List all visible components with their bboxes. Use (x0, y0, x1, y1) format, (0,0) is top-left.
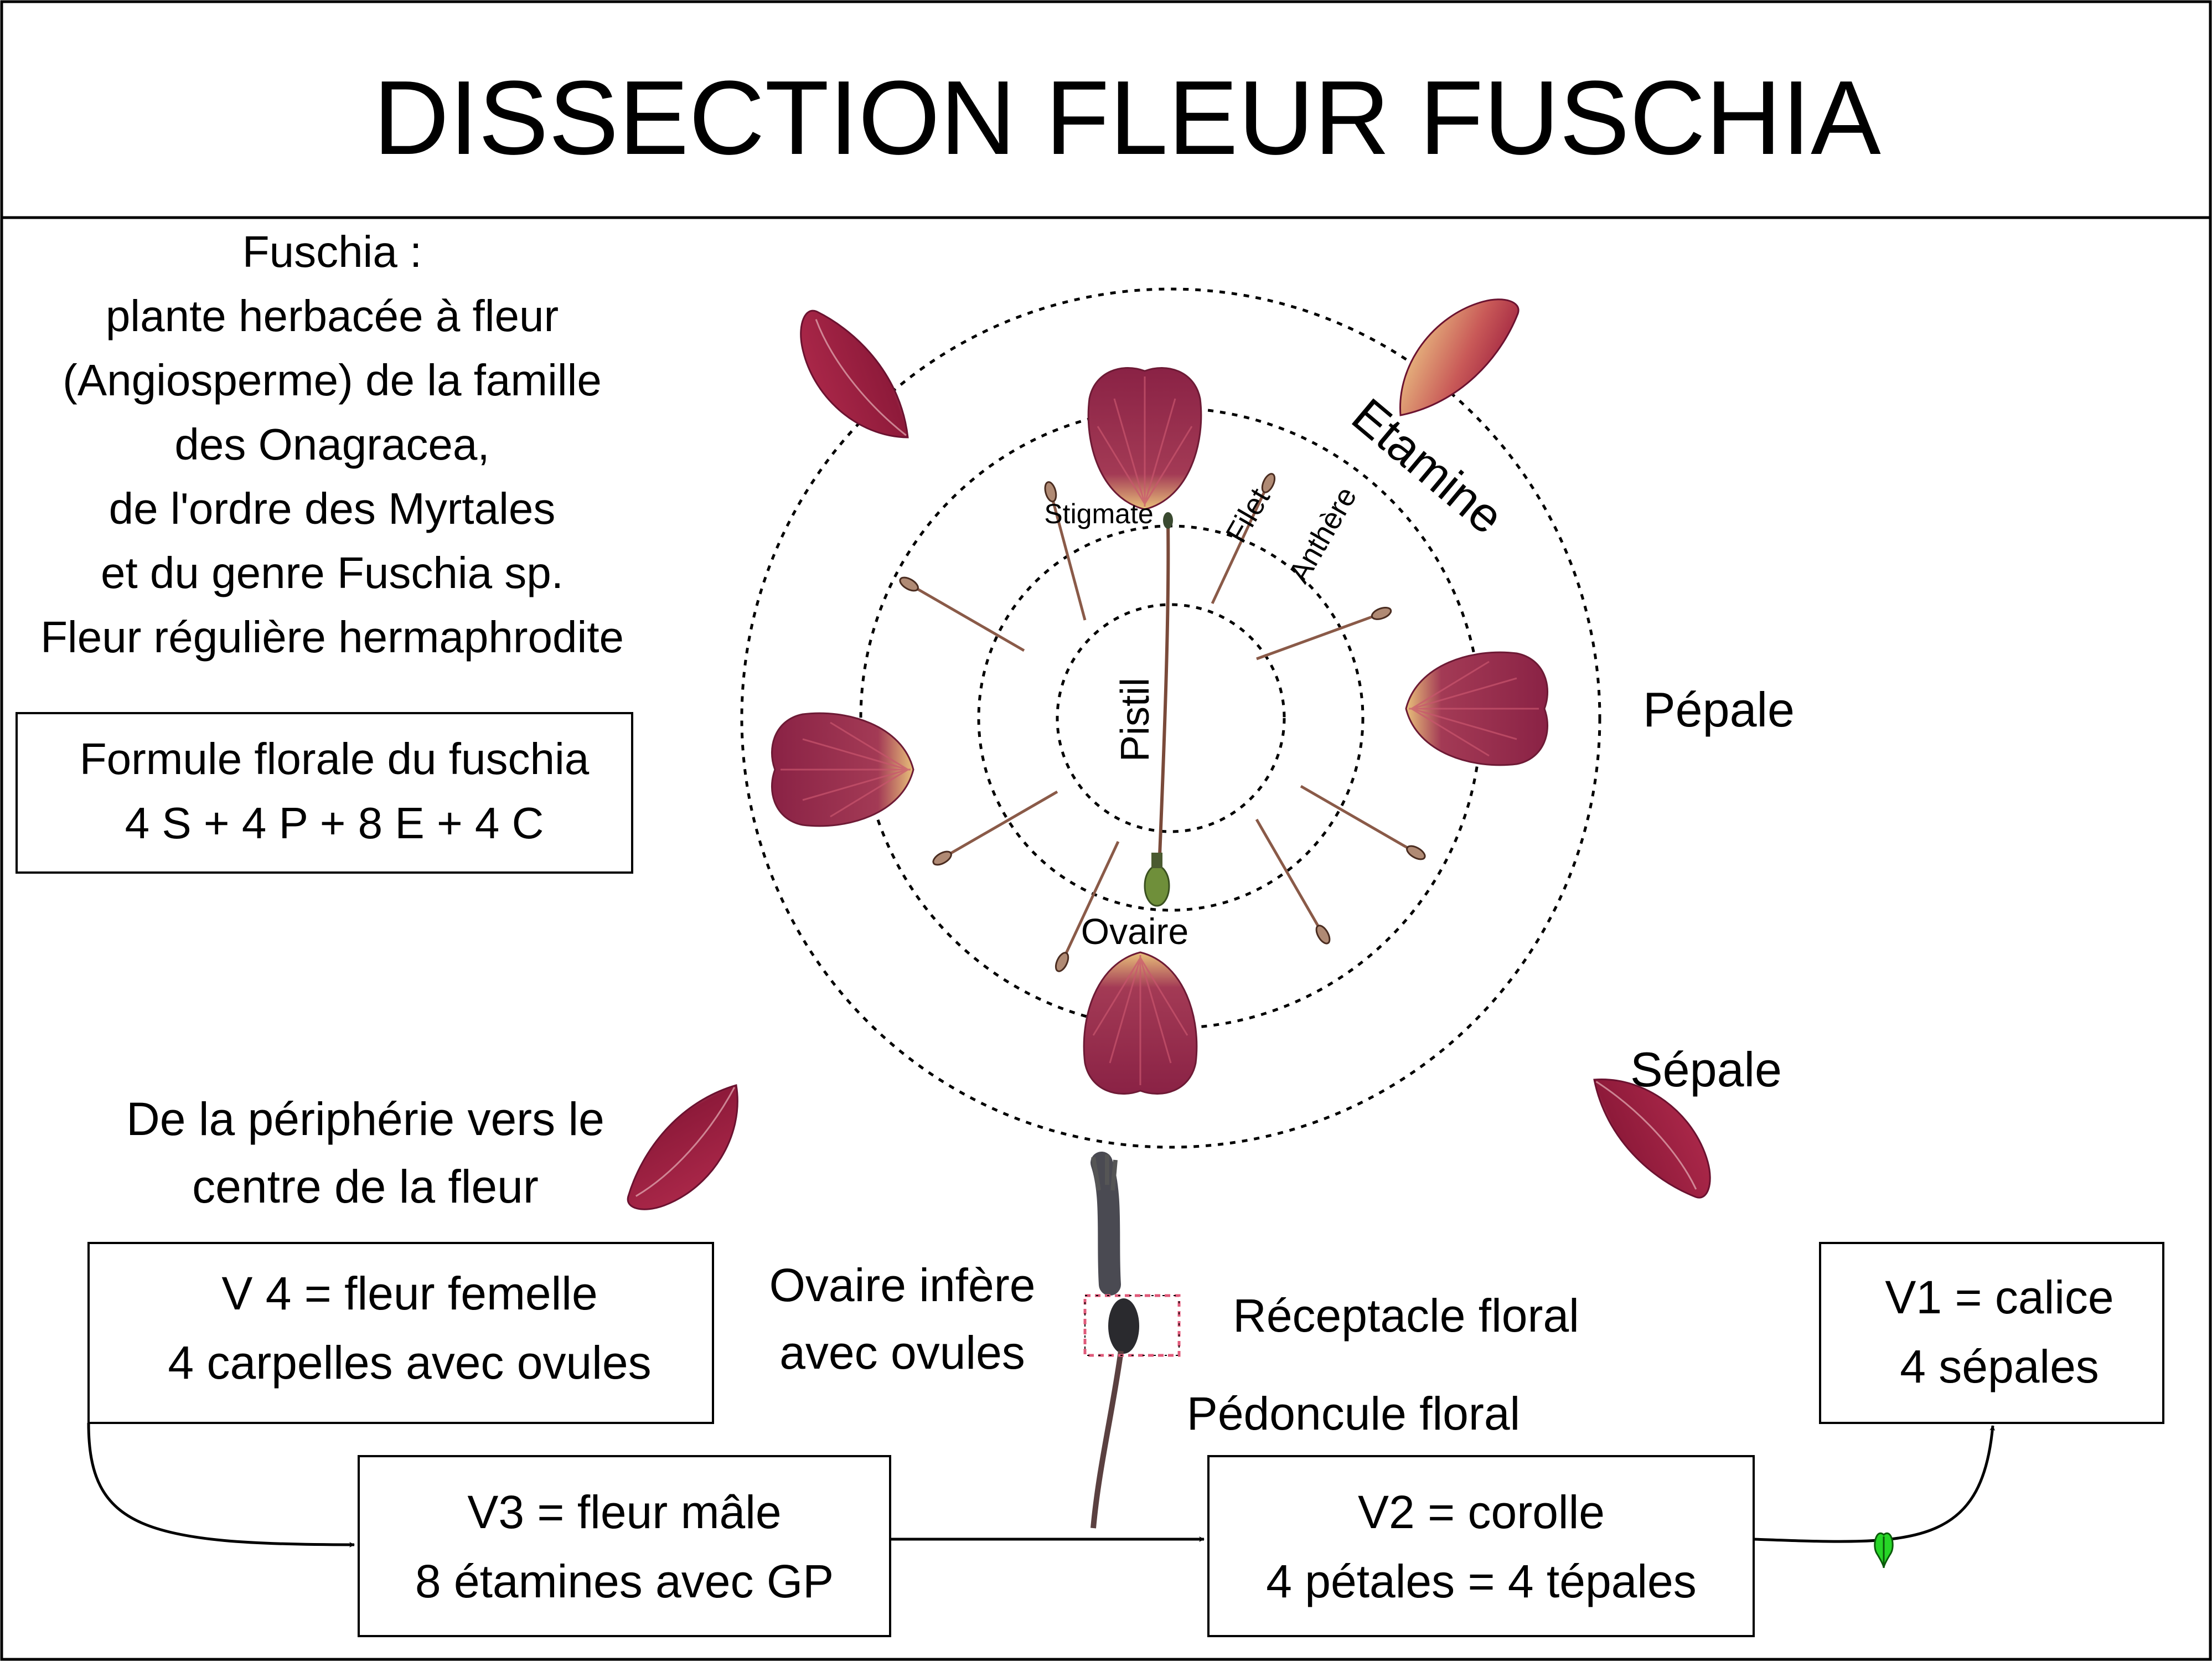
petal-right (1405, 651, 1549, 766)
description-line: de l'ordre des Myrtales (109, 484, 556, 533)
label-ovaire-infere: Ovaire infère (769, 1259, 1036, 1311)
description-line: des Onagracea, (174, 420, 489, 469)
whorl-v1-detail: 4 sépales (1900, 1340, 2099, 1392)
sepal-whorl-circle (740, 287, 1601, 1149)
petal-bottom (1083, 951, 1198, 1095)
stamen (931, 787, 1060, 868)
ovary-side (1108, 1298, 1139, 1354)
stamen (1255, 605, 1393, 663)
label-stigmate: Stigmate (1044, 498, 1153, 529)
sepal-top-left (776, 297, 928, 462)
arrow-v4-to-v3 (87, 1422, 355, 1547)
label-etamine: Etamine (1342, 388, 1514, 544)
direction-note-line: De la périphérie vers le (126, 1093, 604, 1145)
page-title: DISSECTION FLEUR FUSCHIA (373, 59, 1881, 177)
description-block: Fuschia : plante herbacée à fleur (Angio… (40, 227, 624, 662)
whorl-box-v3: V3 = fleur mâle 8 étamines avec GP (358, 1455, 891, 1637)
description-line: Fleur régulière hermaphrodite (40, 612, 624, 662)
label-sepale: Sépale (1630, 1042, 1782, 1097)
description-line: (Angiosperme) de la famille (63, 355, 602, 405)
label-pedoncule: Pédoncule floral (1187, 1387, 1520, 1440)
label-ovaire: Ovaire (1081, 911, 1188, 952)
stamen (1252, 817, 1332, 946)
pistil (1144, 512, 1173, 907)
label-pepale: Pépale (1643, 682, 1795, 737)
receptacle-box-outline (1084, 1295, 1180, 1356)
description-line: plante herbacée à fleur (106, 291, 559, 341)
whorl-box-v2: V2 = corolle 4 pétales = 4 tépales (1207, 1455, 1755, 1637)
description-line: Fuschia : (242, 227, 422, 276)
whorl-v3-detail: 8 étamines avec GP (415, 1555, 834, 1607)
description-line: et du genre Fuschia sp. (101, 548, 564, 597)
whorl-v2-title: V2 = corolle (1358, 1486, 1605, 1538)
pistil-whorl-circle (1056, 603, 1286, 833)
direction-note-line: centre de la fleur (192, 1160, 539, 1213)
whorl-v4-title: V 4 = fleur femelle (221, 1267, 597, 1319)
whorl-arrows (87, 1422, 1996, 1547)
whorl-box-v4: V 4 = fleur femelle 4 carpelles avec ovu… (87, 1242, 714, 1424)
label-anthere: Anthère (1282, 481, 1363, 589)
label-pistil: Pistil (1113, 678, 1157, 762)
whorl-v4-detail: 4 carpelles avec ovules (168, 1337, 651, 1389)
formula-title: Formule florale du fuschia (80, 734, 590, 783)
whorl-v1-title: V1 = calice (1885, 1271, 2113, 1323)
ovary (1144, 865, 1170, 907)
whorl-v2-detail: 4 pétales = 4 tépales (1266, 1555, 1697, 1607)
flower-side-view (1083, 1152, 1181, 1529)
whorl-v3-title: V3 = fleur mâle (467, 1486, 781, 1538)
petal-left (771, 712, 914, 827)
arrow-v2-to-v1 (1753, 1425, 1996, 1543)
sepal-bottom-left (613, 1068, 765, 1232)
peduncle (1091, 1350, 1124, 1529)
stamen (1299, 782, 1427, 862)
petal-top (1087, 367, 1202, 510)
label-filet: Filet (1219, 483, 1276, 548)
stamen (1053, 839, 1123, 973)
label-receptacle: Réceptacle floral (1233, 1289, 1579, 1342)
formula-value: 4 S + 4 P + 8 E + 4 C (125, 798, 544, 848)
whorl-box-v1: V1 = calice 4 sépales (1819, 1242, 2164, 1424)
floral-formula-box: Formule florale du fuschia 4 S + 4 P + 8… (15, 712, 633, 874)
label-avec-ovules: avec ovules (779, 1327, 1025, 1379)
